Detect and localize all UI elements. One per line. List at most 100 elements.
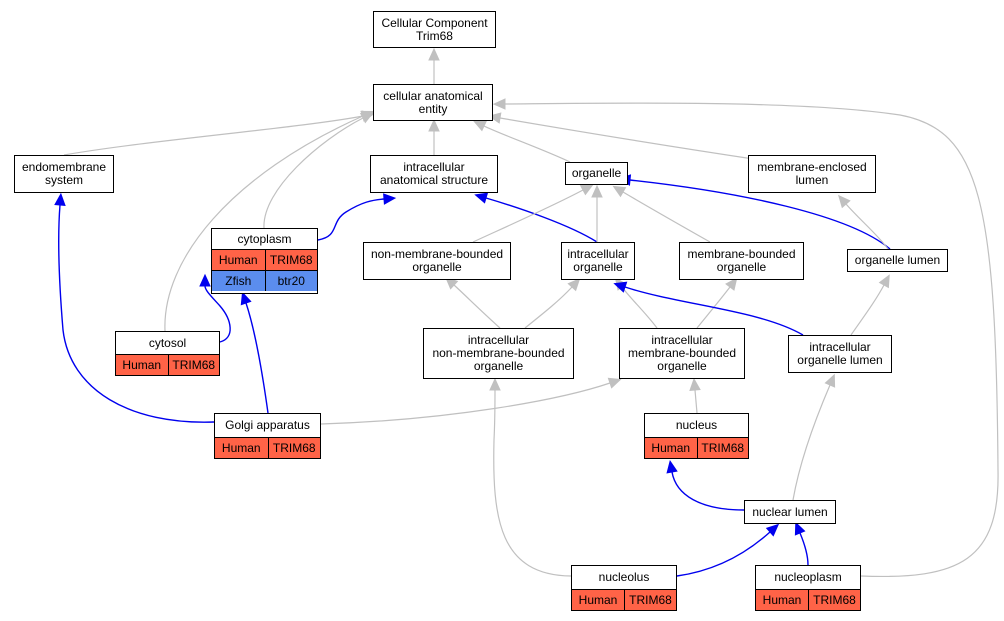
node-label: Cellular Component Trim68: [381, 15, 488, 43]
edge-golgi-to-endo: [54, 192, 215, 423]
arrowhead: [383, 193, 397, 205]
node-intracellular-organelle[interactable]: intracellular organelle: [561, 242, 635, 280]
node-cellular-anatomical-entity[interactable]: cellular anatomical entity: [373, 84, 493, 121]
edge-cae-to-root: [428, 47, 440, 84]
node-intracellular-anatomical-structure[interactable]: intracellular anatomical structure: [370, 155, 498, 193]
edge-line: [499, 117, 761, 161]
arrowhead: [794, 521, 806, 536]
edge-nucleus-to-imbo: [689, 377, 701, 414]
annotation-row-human: Human TRIM68: [116, 354, 219, 375]
edge-cytoplasm-to-cae: [263, 112, 374, 229]
edge-golgi-to-imbo: [320, 377, 622, 425]
node-label: Golgi apparatus: [225, 418, 310, 432]
annotation-row-human: Human TRIM68: [215, 437, 320, 458]
node-endomembrane-system[interactable]: endomembrane system: [14, 155, 114, 193]
node-label: nucleolus: [598, 570, 650, 584]
edge-organelle-to-cae: [473, 120, 571, 163]
arrowhead: [428, 118, 440, 132]
node-label: intracellular organelle lumen: [797, 340, 883, 367]
edge-inmbo-to-io: [524, 278, 581, 329]
edge-olumen-to-mel: [838, 194, 889, 250]
edge-line: [676, 531, 771, 577]
arrowhead: [240, 291, 252, 306]
edge-line: [671, 471, 745, 511]
arrowhead: [360, 110, 375, 122]
edge-line: [320, 382, 611, 425]
edge-line: [58, 204, 215, 423]
edge-line: [621, 286, 658, 329]
node-label: membrane-bounded organelle: [687, 247, 796, 274]
edge-line: [164, 115, 364, 332]
edge-imbo-to-mbo: [696, 277, 738, 329]
annotation-gene: btr20: [264, 271, 318, 291]
node-golgi-apparatus[interactable]: Golgi apparatus Human TRIM68: [214, 413, 321, 459]
edge-inmbo-to-nmbo: [445, 276, 501, 329]
node-intracellular-non-membrane-bounded-organelle[interactable]: intracellular non-membrane-bounded organ…: [423, 328, 574, 379]
edge-mel-to-cae: [488, 112, 761, 161]
edge-line: [453, 284, 501, 329]
arrowhead: [666, 460, 678, 474]
edge-line: [204, 285, 231, 343]
edge-nucleolus-to-inmbo: [489, 377, 572, 577]
node-nucleus[interactable]: nucleus Human TRIM68: [644, 413, 749, 459]
edge-line: [245, 302, 269, 414]
node-cytosol[interactable]: cytosol Human TRIM68: [115, 331, 220, 376]
edge-ias-to-cae: [428, 118, 440, 155]
arrowhead: [579, 184, 594, 196]
edge-line: [845, 203, 889, 250]
edge-line: [624, 286, 804, 336]
node-organelle-lumen[interactable]: organelle lumen: [847, 249, 948, 272]
node-label: cytosol: [148, 335, 187, 350]
arrowhead: [613, 281, 628, 293]
edge-line: [472, 189, 584, 243]
edge-line: [850, 284, 885, 336]
node-organelle[interactable]: organelle: [565, 162, 628, 185]
edge-line: [622, 191, 711, 243]
edge-line: [493, 389, 572, 577]
node-cellular-component-trim68[interactable]: Cellular Component Trim68: [373, 11, 496, 48]
node-label: intracellular non-membrane-bounded organ…: [432, 333, 565, 373]
node-cytoplasm[interactable]: cytoplasm Human TRIM68 Zfish btr20: [211, 228, 318, 294]
edge-golgi-to-cytoplasm: [240, 291, 269, 414]
arrowhead: [489, 377, 501, 391]
node-nucleolus[interactable]: nucleolus Human TRIM68: [571, 565, 677, 611]
annotation-gene: TRIM68: [696, 438, 749, 458]
node-intracellular-organelle-lumen[interactable]: intracellular organelle lumen: [788, 335, 892, 373]
annotation-row-human: Human TRIM68: [572, 589, 676, 610]
node-membrane-bounded-organelle[interactable]: membrane-bounded organelle: [679, 242, 804, 280]
edge-line: [792, 384, 831, 501]
arrowhead: [54, 192, 66, 206]
node-non-membrane-bounded-organelle[interactable]: non-membrane-bounded organelle: [363, 242, 511, 280]
arrowhead: [428, 47, 440, 61]
arrowhead: [725, 277, 738, 291]
node-intracellular-membrane-bounded-organelle[interactable]: intracellular membrane-bounded organelle: [619, 328, 745, 379]
arrowhead: [492, 98, 506, 110]
node-membrane-enclosed-lumen[interactable]: membrane-enclosed lumen: [748, 155, 876, 193]
annotation-row-human: Human TRIM68: [212, 249, 317, 270]
edge-nucleoplasm-to-cae: [492, 98, 999, 578]
arrowhead: [878, 274, 890, 289]
edge-nlumen-to-iol: [792, 373, 836, 501]
node-nucleoplasm[interactable]: nucleoplasm Human TRIM68: [755, 565, 861, 611]
arrowhead: [474, 192, 489, 204]
arrowhead: [824, 373, 836, 388]
edge-line: [317, 198, 385, 241]
edge-line: [483, 125, 571, 163]
edge-nmbo-to-organelle: [472, 184, 594, 243]
annotation-species: Human: [122, 358, 162, 372]
edge-nlumen-to-nucleus: [666, 460, 745, 511]
arrowhead: [765, 523, 780, 537]
annotation-row-zfish: Zfish btr20: [212, 270, 317, 291]
node-nuclear-lumen[interactable]: nuclear lumen: [744, 500, 836, 524]
arrowhead: [612, 185, 627, 198]
annotation-species: Human: [762, 593, 802, 607]
edge-cytosol-to-cytoplasm: [199, 273, 231, 343]
annotation-gene: TRIM68: [808, 590, 860, 610]
annotation-gene: TRIM68: [267, 438, 321, 458]
annotation-species: Zfish: [225, 274, 252, 288]
edge-line: [485, 197, 598, 243]
arrowhead: [838, 194, 851, 209]
annotation-row-human: Human TRIM68: [756, 589, 860, 610]
edge-line: [63, 115, 364, 156]
node-label: nucleus: [675, 418, 718, 432]
